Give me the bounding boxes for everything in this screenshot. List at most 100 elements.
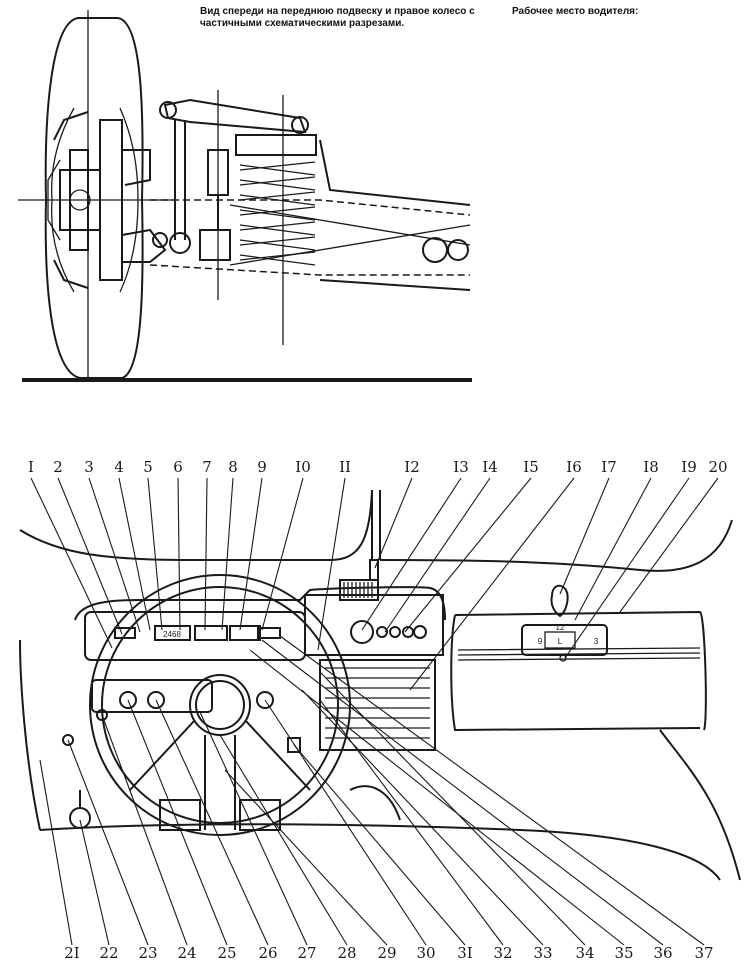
callout-bottom-31: 3I xyxy=(457,944,473,962)
choke-knob[interactable] xyxy=(62,734,74,746)
dashboard-drawing: 2468 12 9 3 L xyxy=(19,489,741,881)
hub-assembly xyxy=(18,119,175,281)
leader-line xyxy=(224,769,388,946)
bottom-callout-numbers: 2I 22 23 24 25 26 27 28 29 30 3I 32 33 3… xyxy=(64,944,713,962)
dome-lamp xyxy=(550,584,569,618)
leader-line xyxy=(177,477,181,631)
ignition-switch[interactable] xyxy=(256,691,274,709)
gauge-dial xyxy=(350,620,374,644)
clock-twelve: 12 xyxy=(556,623,565,632)
steering-wheel[interactable] xyxy=(89,574,351,836)
rotary-switch-left[interactable] xyxy=(119,691,137,709)
leader-line xyxy=(204,477,208,631)
crossmember xyxy=(149,139,471,291)
leader-line xyxy=(118,477,151,631)
callout-top-10: I0 xyxy=(295,458,310,476)
callout-bottom-26: 26 xyxy=(258,944,277,962)
clock-nine: 9 xyxy=(538,637,543,646)
callout-top-11: II xyxy=(339,458,351,476)
callout-bottom-32: 32 xyxy=(493,944,512,962)
callout-bottom-37: 37 xyxy=(694,944,713,962)
callout-bottom-22: 22 xyxy=(99,944,118,962)
leader-line xyxy=(279,635,705,946)
callout-top-16: I6 xyxy=(566,458,581,476)
leader-line xyxy=(155,699,269,946)
callout-bottom-35: 35 xyxy=(614,944,633,962)
leader-line xyxy=(261,639,664,946)
leader-line xyxy=(199,711,308,946)
odometer-window xyxy=(194,625,228,641)
leader-line xyxy=(564,477,690,659)
leader-line xyxy=(101,714,188,946)
leader-line xyxy=(409,477,575,691)
antenna-knob xyxy=(369,559,379,581)
clock-center: L xyxy=(558,637,563,646)
callout-top-7: 7 xyxy=(202,458,212,476)
callout-bottom-34: 34 xyxy=(575,944,594,962)
callout-top-1: I xyxy=(28,458,34,476)
callout-bottom-36: 36 xyxy=(653,944,672,962)
leader-line xyxy=(574,477,652,621)
leader-line xyxy=(219,734,348,946)
callout-top-3: 3 xyxy=(84,458,94,476)
leader-line xyxy=(67,739,149,946)
leader-line xyxy=(361,477,462,631)
leader-line xyxy=(57,477,123,635)
switch-panel xyxy=(91,679,213,713)
suspension-drawing xyxy=(18,10,472,382)
control-knob[interactable] xyxy=(287,737,301,753)
callout-top-8: 8 xyxy=(228,458,238,476)
leader-line xyxy=(264,699,427,946)
leader-line xyxy=(249,649,625,946)
top-callout-numbers: I 2 3 4 5 6 7 8 9 I0 II I2 I3 I4 I5 I6 I… xyxy=(28,458,728,476)
callout-top-17: I7 xyxy=(601,458,616,476)
callout-top-15: I5 xyxy=(523,458,538,476)
leader-line xyxy=(221,477,234,631)
callout-bottom-21: 2I xyxy=(64,944,80,962)
callout-bottom-29: 29 xyxy=(377,944,396,962)
leader-line xyxy=(239,477,263,631)
callout-bottom-25: 25 xyxy=(217,944,236,962)
center-panel xyxy=(304,594,444,656)
heater-knob xyxy=(413,625,427,639)
suspension-caption: Вид спереди на переднюю подвеску и право… xyxy=(200,6,475,29)
clock: 12 9 3 L xyxy=(521,623,608,662)
leader-line xyxy=(559,477,610,595)
callout-bottom-27: 27 xyxy=(297,944,316,962)
callout-top-20: 20 xyxy=(708,458,727,476)
callout-bottom-28: 28 xyxy=(337,944,356,962)
callout-top-5: 5 xyxy=(143,458,153,476)
callout-top-19: I9 xyxy=(681,458,696,476)
brake-pedal[interactable] xyxy=(239,799,281,831)
rotary-switch-right[interactable] xyxy=(147,691,165,709)
warning-lamp-2 xyxy=(257,627,281,639)
callout-top-14: I4 xyxy=(482,458,497,476)
callout-top-4: 4 xyxy=(114,458,124,476)
callout-bottom-24: 24 xyxy=(177,944,196,962)
leader-line xyxy=(619,477,719,613)
hood-release-knob[interactable] xyxy=(69,807,91,829)
leader-line xyxy=(317,477,346,651)
callout-top-9: 9 xyxy=(257,458,267,476)
driver-workplace-caption: Рабочее место водителя: xyxy=(512,6,639,17)
leader-line xyxy=(293,744,466,946)
gauge-digits: 2468 xyxy=(163,630,181,639)
suspension-arms xyxy=(121,98,309,263)
accelerator-pedal[interactable] xyxy=(349,785,401,821)
callout-bottom-33: 33 xyxy=(533,944,552,962)
leader-line xyxy=(404,477,532,633)
callout-top-13: I3 xyxy=(453,458,468,476)
leader-line xyxy=(147,477,163,631)
leader-line xyxy=(374,477,413,569)
callout-bottom-30: 30 xyxy=(416,944,435,962)
callout-top-18: I8 xyxy=(643,458,658,476)
callout-top-2: 2 xyxy=(53,458,63,476)
leader-line xyxy=(79,819,110,946)
radio-grille xyxy=(339,579,379,601)
callout-top-12: I2 xyxy=(404,458,419,476)
leader-line xyxy=(127,699,228,946)
warning-lamp-1 xyxy=(114,627,136,639)
leader-line xyxy=(30,477,113,649)
leader-line xyxy=(261,477,304,631)
